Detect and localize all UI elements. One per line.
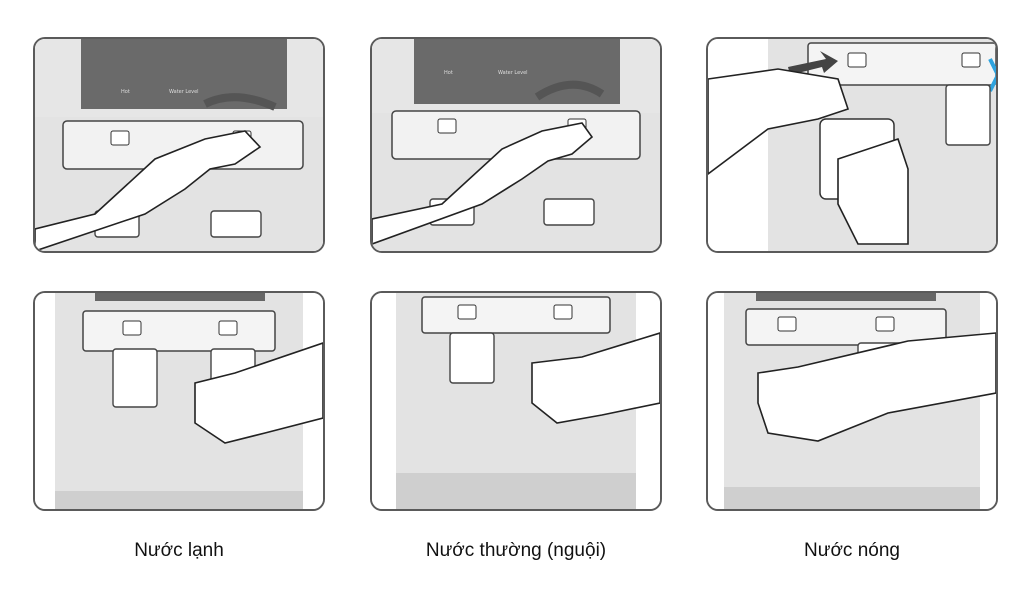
hand-icon [531,332,660,424]
cold-button-icon [218,320,238,336]
caption-normal-water: Nước thường (nguội) [425,540,607,561]
step-panel-cold-press: Hot Water Level [33,37,325,253]
cold-press-illustration: Hot Water Level [35,39,323,251]
hand-icon [708,68,850,175]
lock-button-icon [437,118,457,134]
hot-label: Hot [444,70,453,76]
water-level-label: Water Level [498,70,528,76]
hot-press-illustration [708,39,996,251]
step-panel-hot-press [706,37,998,253]
display-panel [414,39,620,104]
chevron-right-icon [988,58,996,92]
caption-hot-water: Nước nóng [804,540,900,561]
curved-arrow-icon [534,80,605,101]
drip-tray [396,473,636,509]
lock-button-icon [122,320,142,336]
hot-button-icon [875,316,895,332]
hot-button-icon [961,52,981,68]
normal-button-icon [553,304,573,320]
cold-dispense-illustration [35,293,323,509]
hand-icon [372,122,594,245]
normal-press-illustration: Hot Water Level [372,39,660,251]
holding-hand-icon [837,137,909,245]
hand-icon [757,332,996,442]
water-level-label: Water Level [169,89,199,95]
push-arrow-icon [788,51,838,75]
dispense-panel-cold [33,291,325,511]
caption-cold-water: Nước lạnh [134,540,224,561]
hot-dispense-illustration [708,293,996,509]
lock-button-icon [110,130,130,146]
curved-arrow-icon [203,93,277,111]
hand-icon [35,130,262,251]
hot-label: Hot [121,89,130,95]
lock-button-icon [847,52,867,68]
dispense-panel-normal [370,291,662,511]
hand-icon [194,342,323,444]
drip-tray [724,487,980,509]
lock-button-icon [777,316,797,332]
normal-dispense-illustration [372,293,660,509]
dispense-panel-hot [706,291,998,511]
drip-tray [55,491,303,509]
lock-button-icon [457,304,477,320]
step-panel-normal-press: Hot Water Level [370,37,662,253]
